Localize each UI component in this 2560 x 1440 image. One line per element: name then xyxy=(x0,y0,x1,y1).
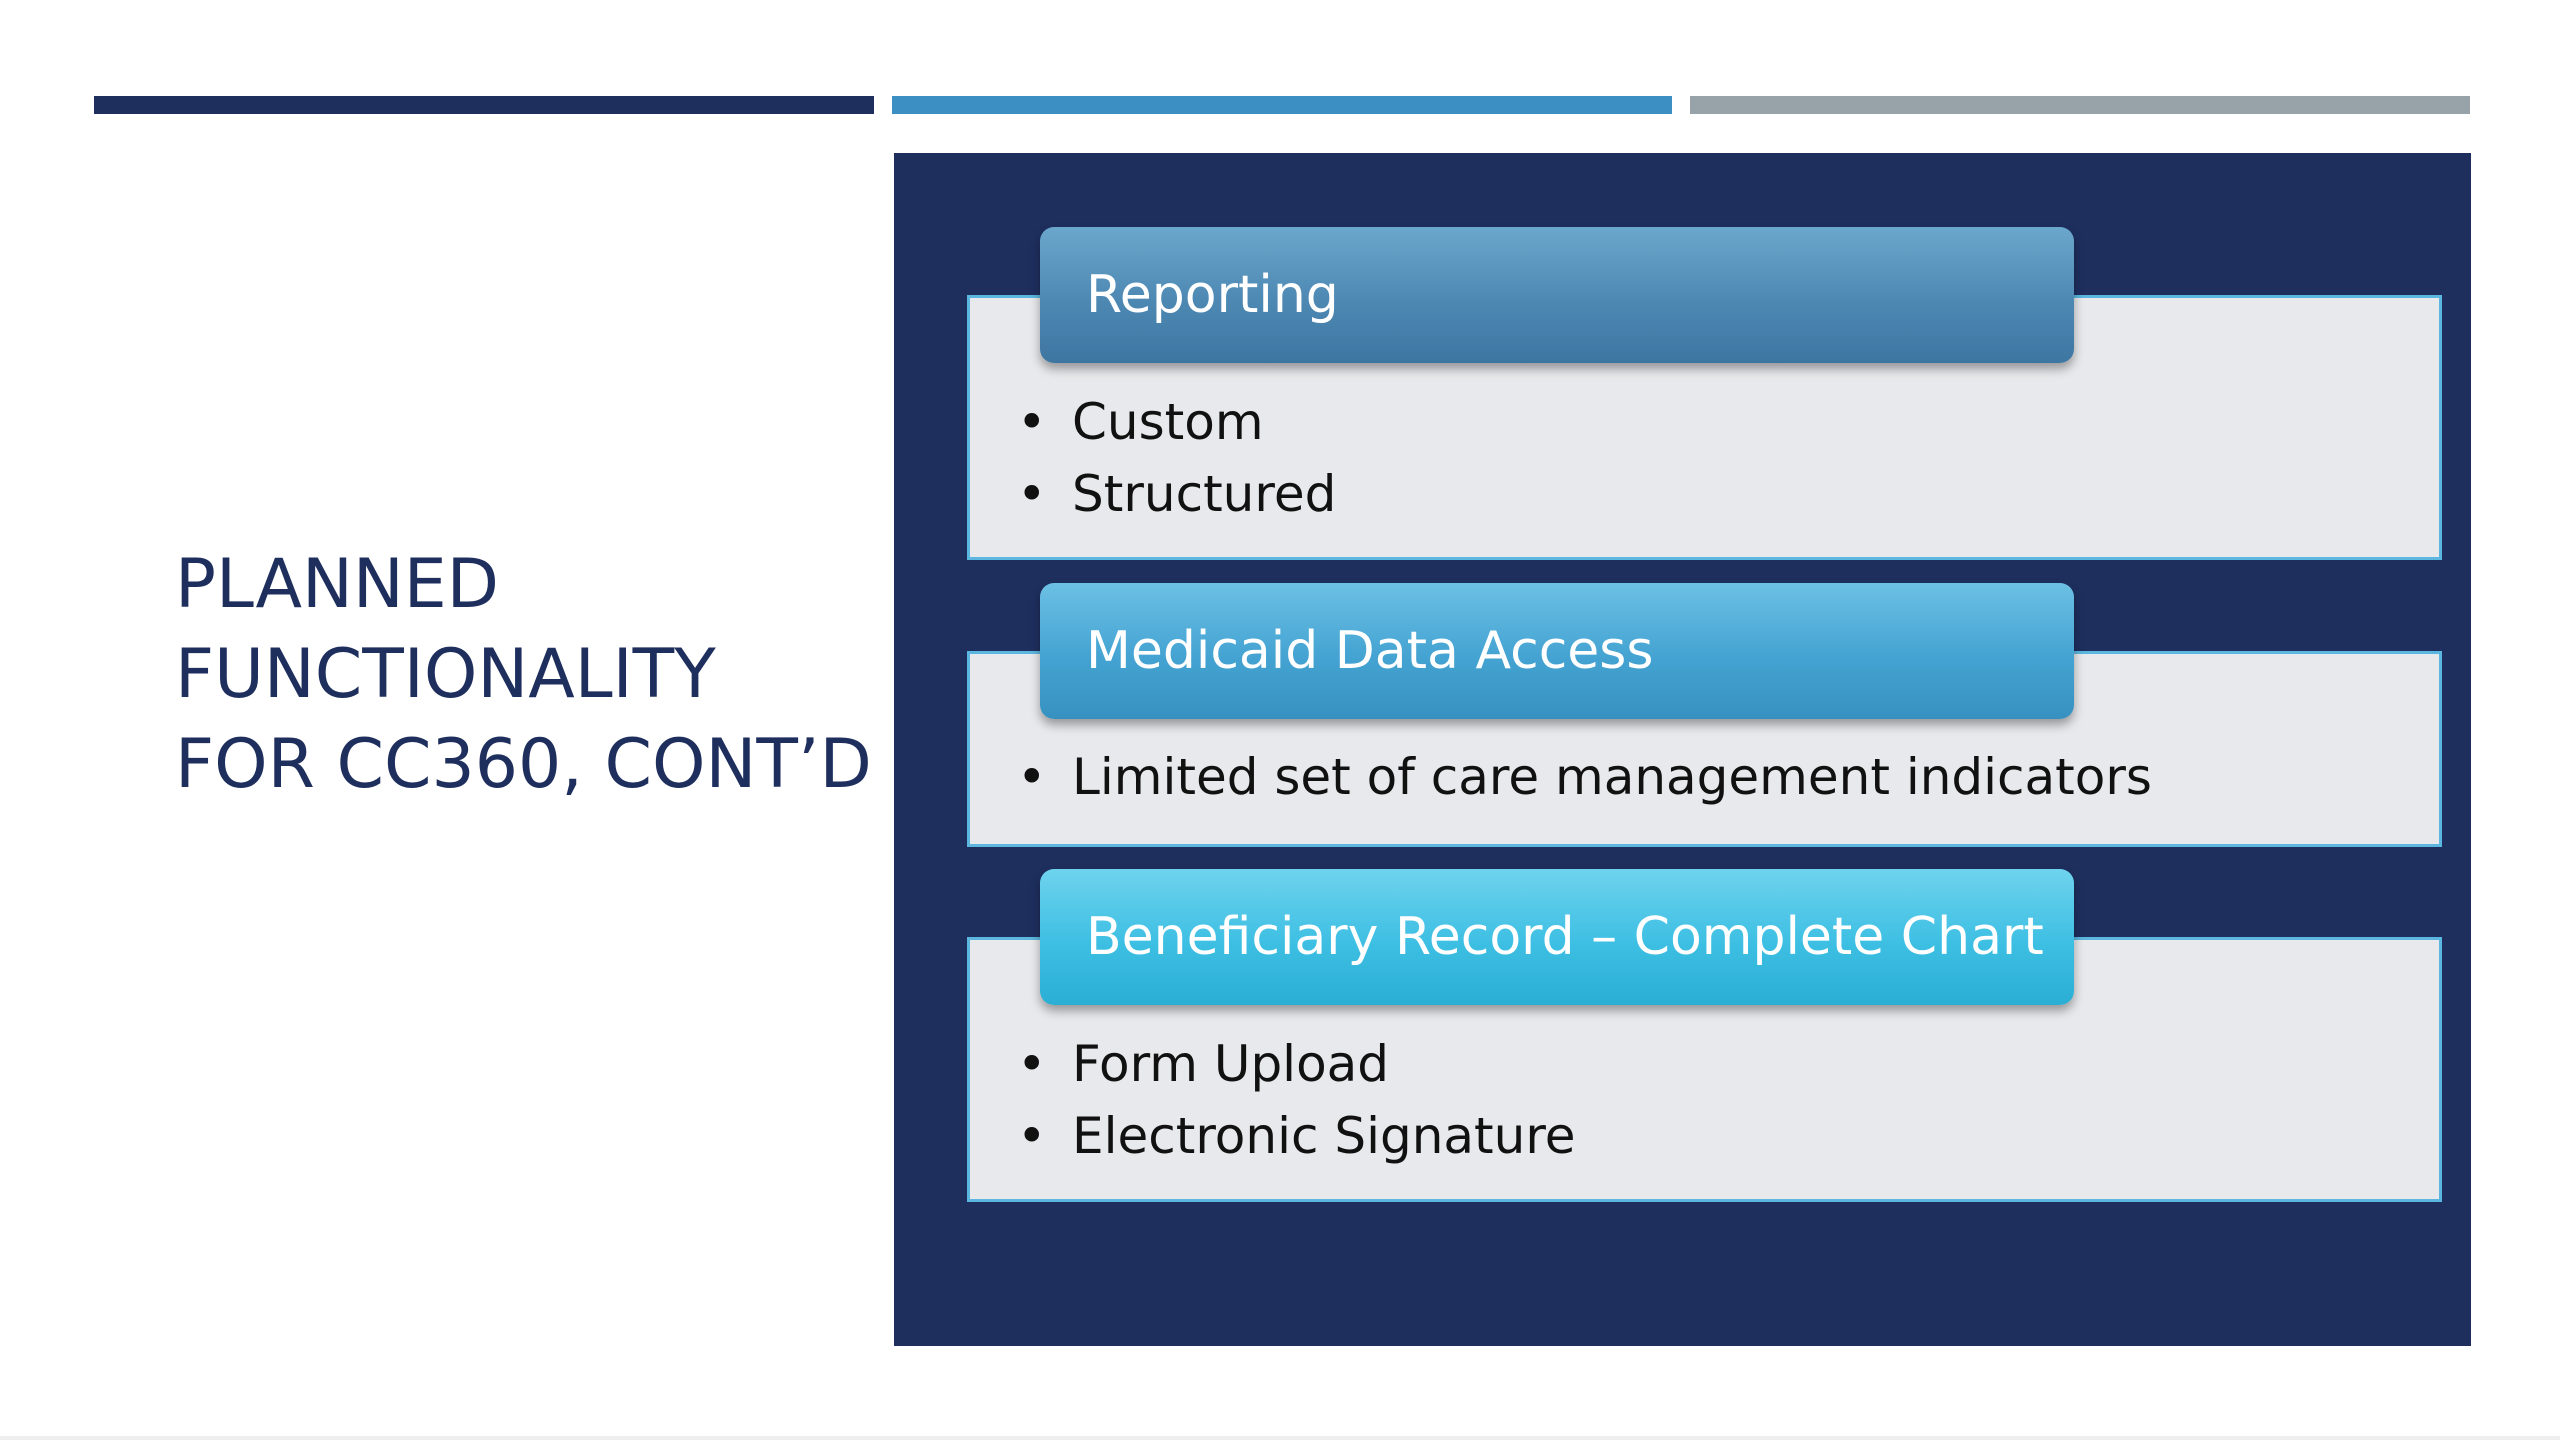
bullet-list-reporting: Custom Structured xyxy=(1017,386,1336,530)
bullet-list-medicaid-data-access: Limited set of care management indicator… xyxy=(1017,741,2152,813)
bullet-item: Limited set of care management indicator… xyxy=(1017,741,2152,813)
section-header-label: Medicaid Data Access xyxy=(1086,621,1654,681)
content-panel: Reporting Custom Structured Medicaid Dat… xyxy=(894,153,2471,1346)
section-header-medicaid-data-access[interactable]: Medicaid Data Access xyxy=(1040,583,2074,719)
bullet-list-beneficiary-record: Form Upload Electronic Signature xyxy=(1017,1028,1576,1172)
accent-bar-blue xyxy=(892,96,1672,114)
section-header-beneficiary-record[interactable]: Beneficiary Record – Complete Chart xyxy=(1040,869,2074,1005)
accent-bar-gray xyxy=(1690,96,2470,114)
accent-bar-navy xyxy=(94,96,874,114)
bullet-item: Form Upload xyxy=(1017,1028,1576,1100)
bullet-item: Electronic Signature xyxy=(1017,1100,1576,1172)
section-header-label: Beneficiary Record – Complete Chart xyxy=(1086,907,2044,967)
bullet-item: Custom xyxy=(1017,386,1336,458)
bullet-item: Structured xyxy=(1017,458,1336,530)
slide-bottom-divider xyxy=(0,1436,2560,1440)
section-header-reporting[interactable]: Reporting xyxy=(1040,227,2074,363)
section-header-label: Reporting xyxy=(1086,265,1339,325)
slide-title: PLANNED FUNCTIONALITY FOR CC360, CONT’D xyxy=(175,545,872,804)
